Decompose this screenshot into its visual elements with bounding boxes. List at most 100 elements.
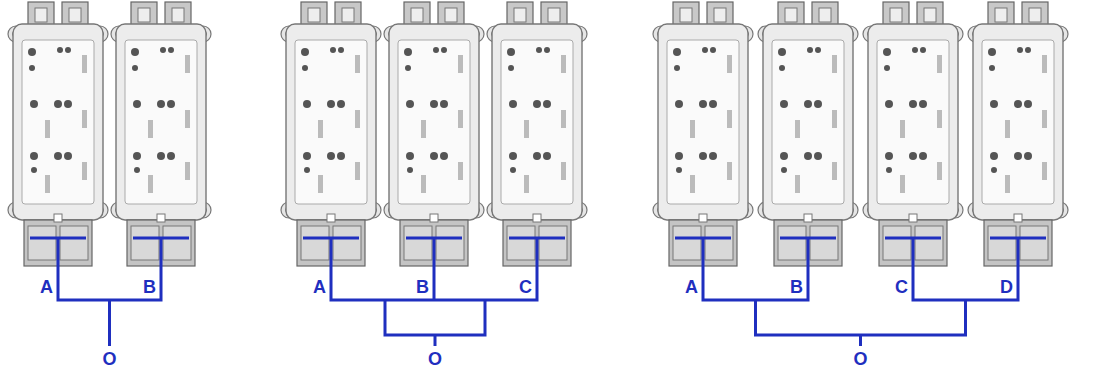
silkscreen-mark bbox=[185, 110, 190, 128]
connector-pin bbox=[69, 8, 81, 22]
led-pad bbox=[886, 167, 892, 173]
circuit-board bbox=[772, 40, 844, 204]
silkscreen-mark bbox=[355, 162, 360, 180]
silkscreen-mark bbox=[355, 110, 360, 128]
led-pad bbox=[919, 100, 927, 108]
connector-pin bbox=[785, 8, 797, 22]
led-pad bbox=[675, 100, 683, 108]
led-pad bbox=[406, 100, 414, 108]
led-pad bbox=[1025, 47, 1031, 53]
led-pad bbox=[991, 167, 997, 173]
silkscreen-mark bbox=[832, 55, 837, 73]
led-pad bbox=[702, 47, 708, 53]
led-pad bbox=[406, 152, 414, 160]
led-pad bbox=[157, 100, 165, 108]
silkscreen-mark bbox=[318, 120, 323, 138]
led-pad bbox=[885, 100, 893, 108]
connector-socket bbox=[436, 226, 464, 260]
led-pad bbox=[1024, 152, 1032, 160]
output-label: O bbox=[428, 349, 442, 369]
connector-pin bbox=[411, 8, 423, 22]
led-pad bbox=[303, 100, 311, 108]
led-pad bbox=[989, 65, 995, 71]
silkscreen-mark bbox=[421, 175, 426, 193]
silkscreen-mark bbox=[45, 175, 50, 193]
connector-pin bbox=[714, 8, 726, 22]
led-pad bbox=[160, 47, 166, 53]
silkscreen-mark bbox=[458, 162, 463, 180]
led-pad bbox=[440, 152, 448, 160]
connector-socket bbox=[301, 226, 329, 260]
led-pad bbox=[710, 47, 716, 53]
led-pad bbox=[337, 152, 345, 160]
led-pad bbox=[301, 48, 309, 56]
connector-socket bbox=[539, 226, 567, 260]
led-pad bbox=[780, 152, 788, 160]
led-pad bbox=[814, 100, 822, 108]
led-pad bbox=[131, 48, 139, 56]
led-pad bbox=[133, 100, 141, 108]
connector-socket bbox=[163, 226, 191, 260]
circuit-board bbox=[501, 40, 573, 204]
led-pad bbox=[167, 100, 175, 108]
silkscreen-mark bbox=[318, 175, 323, 193]
port-label: A bbox=[685, 277, 698, 297]
connector-socket bbox=[404, 226, 432, 260]
led-pad bbox=[807, 47, 813, 53]
polarity-mark bbox=[804, 214, 812, 222]
led-pad bbox=[54, 152, 62, 160]
led-pad bbox=[673, 48, 681, 56]
silkscreen-mark bbox=[937, 162, 942, 180]
led-pad bbox=[699, 152, 707, 160]
connector-socket bbox=[810, 226, 838, 260]
silkscreen-mark bbox=[900, 175, 905, 193]
led-pad bbox=[133, 152, 141, 160]
connector-socket bbox=[705, 226, 733, 260]
led-pad bbox=[815, 47, 821, 53]
board-housing bbox=[973, 24, 1063, 220]
connector-socket bbox=[778, 226, 806, 260]
silkscreen-mark bbox=[148, 175, 153, 193]
silkscreen-mark bbox=[795, 175, 800, 193]
port-label: B bbox=[416, 277, 429, 297]
connector-socket bbox=[883, 226, 911, 260]
silkscreen-mark bbox=[561, 55, 566, 73]
led-pad bbox=[912, 47, 918, 53]
led-pad bbox=[709, 100, 717, 108]
led-pad bbox=[536, 47, 542, 53]
connector-socket bbox=[333, 226, 361, 260]
led-pad bbox=[699, 100, 707, 108]
led-pad bbox=[433, 47, 439, 53]
polarity-mark bbox=[909, 214, 917, 222]
silkscreen-mark bbox=[82, 162, 87, 180]
port-label: A bbox=[40, 277, 53, 297]
connector-socket bbox=[507, 226, 535, 260]
silkscreen-mark bbox=[900, 120, 905, 138]
led-module bbox=[758, 2, 858, 266]
wire bbox=[859, 335, 862, 346]
polarity-mark bbox=[1014, 214, 1022, 222]
connector-pin bbox=[138, 8, 150, 22]
led-pad bbox=[302, 65, 308, 71]
board-housing bbox=[492, 24, 582, 220]
silkscreen-mark bbox=[832, 162, 837, 180]
silkscreen-mark bbox=[1042, 55, 1047, 73]
led-pad bbox=[430, 100, 438, 108]
silkscreen-mark bbox=[421, 120, 426, 138]
port-label: B bbox=[143, 277, 156, 297]
wire bbox=[108, 300, 111, 346]
silkscreen-mark bbox=[561, 110, 566, 128]
led-pad bbox=[327, 100, 335, 108]
led-pad bbox=[54, 100, 62, 108]
silkscreen-mark bbox=[148, 120, 153, 138]
led-pad bbox=[405, 65, 411, 71]
wire bbox=[385, 300, 485, 335]
led-pad bbox=[65, 47, 71, 53]
led-pad bbox=[778, 48, 786, 56]
silkscreen-mark bbox=[1005, 175, 1010, 193]
wire bbox=[433, 238, 436, 300]
silkscreen-mark bbox=[937, 110, 942, 128]
silkscreen-mark bbox=[185, 162, 190, 180]
board-housing bbox=[868, 24, 958, 220]
